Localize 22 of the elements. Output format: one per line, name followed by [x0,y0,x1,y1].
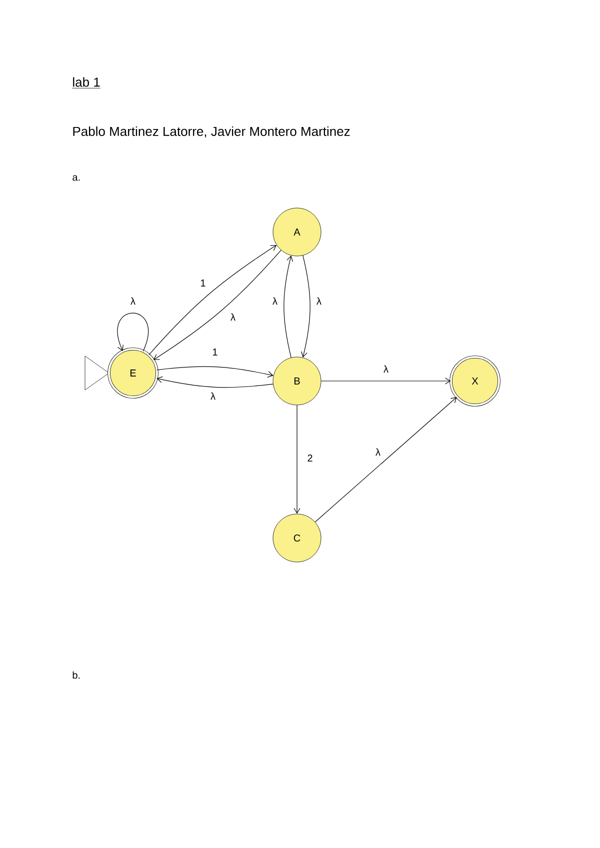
author-line: Pablo Martinez Latorre, Javier Montero Martinez [73,126,350,138]
arrow [156,366,274,378]
part-label: b. [72,671,80,679]
edge-label: λ [374,447,382,457]
edge-label: λ [316,296,322,306]
edge-label: λ [230,312,236,322]
arrow [117,312,149,352]
edge-label: λ [210,391,216,401]
arrow [284,255,293,358]
arrow [294,404,300,514]
part-label: a. [72,175,80,181]
edge-label: 1 [211,348,219,356]
arrow [320,378,451,384]
edge-label: 2 [306,454,314,462]
arrow [301,255,310,358]
edge-label: λ [272,296,278,306]
edge-label: 1 [199,278,207,288]
arrow [156,376,274,388]
title: lab 1 [72,77,101,88]
edge-label: λ [382,364,390,374]
arrow [314,397,457,522]
edge-label: λ [130,296,136,306]
